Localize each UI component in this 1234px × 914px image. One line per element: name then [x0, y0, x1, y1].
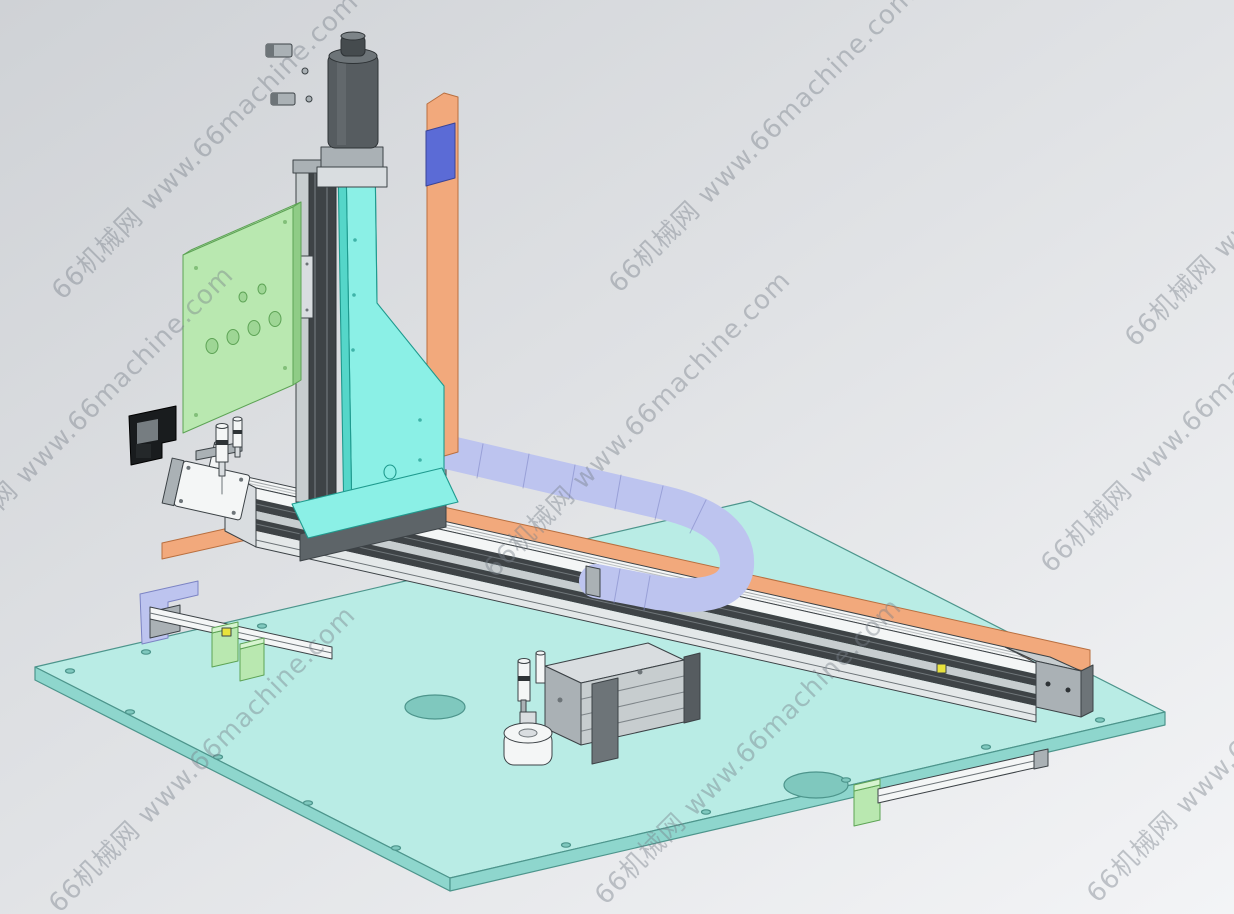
rail-groove [149, 612, 333, 654]
left-clamp-block [128, 405, 177, 466]
green-plate-screws [194, 220, 287, 417]
screw [231, 510, 236, 515]
carrier-end-mount [585, 565, 601, 598]
beam-right-end-front [1035, 660, 1082, 718]
screw [186, 465, 191, 470]
motor-flange [320, 146, 384, 168]
yellow-sensor [221, 627, 232, 637]
clamp-foot [136, 444, 151, 458]
green-clamp-block [853, 784, 881, 827]
screw [557, 697, 563, 703]
rail-highlight [255, 523, 1037, 700]
screw [305, 95, 313, 103]
bolt-hole [256, 623, 268, 629]
bolt-hole [124, 709, 136, 715]
bolt-hole [140, 649, 152, 655]
carrier-band [421, 433, 755, 613]
connector-tip [266, 44, 274, 57]
bolt-hole [840, 777, 852, 783]
bolt-hole [700, 809, 712, 815]
green-plate-front [182, 206, 294, 434]
motor-shaft-hole [518, 728, 538, 738]
rail-end-block [1033, 748, 1049, 770]
motor-end-plate [683, 652, 701, 724]
green-clamp-top [853, 778, 881, 792]
left-rail-assembly [139, 580, 333, 682]
carriage-plate [291, 467, 459, 539]
bolt-hole [212, 754, 224, 760]
bolt-hole [560, 842, 572, 848]
z-motor-body [327, 53, 379, 149]
probe-cylinders [195, 416, 243, 495]
beam-guide-rail [256, 519, 1036, 706]
exploded-fasteners [265, 43, 313, 106]
screw [239, 477, 244, 482]
green-plate-holes [205, 283, 282, 354]
coupling-cylinders [517, 650, 546, 721]
screw [179, 499, 184, 504]
right-rail-assembly [853, 748, 1049, 827]
side-green-plate [182, 201, 302, 434]
mount-plate [591, 677, 619, 765]
z-carriage-mount [291, 467, 459, 562]
y-motor [503, 711, 553, 766]
connector-tip [271, 93, 278, 105]
beam-slot [255, 539, 1037, 716]
motor-body [173, 460, 251, 521]
screw [1065, 687, 1071, 693]
z-linear-rail [308, 169, 337, 503]
bolt-hole [64, 668, 76, 674]
probe-band [216, 440, 228, 445]
blue-bracket [425, 122, 456, 187]
green-clamp-top [239, 637, 265, 650]
y-axis-motor-assembly [503, 642, 701, 766]
green-plate-edge [292, 201, 302, 386]
screw [1045, 681, 1051, 687]
base-plate-side-right [449, 711, 1166, 892]
clamp-insert [137, 419, 158, 444]
screw [637, 669, 643, 675]
z-motor-connector-top [340, 31, 366, 41]
bolt-hole [302, 800, 314, 806]
yellow-sensor [936, 663, 947, 674]
carrier-links [476, 443, 707, 611]
probe-tip [218, 461, 226, 477]
z-motor-highlight [337, 57, 346, 145]
screw [301, 67, 309, 75]
plate-hole [404, 694, 466, 720]
beam-right-end-side [1080, 664, 1094, 718]
probe-band [233, 430, 242, 434]
plate-hole [783, 771, 849, 799]
probe-tip [234, 446, 241, 458]
bolt-hole [980, 744, 992, 750]
plate-hole [383, 464, 397, 480]
coupling-housing [316, 166, 388, 188]
rail-groove [877, 760, 1035, 797]
green-clamp-block [239, 642, 265, 682]
bolt-hole [1094, 717, 1106, 723]
bolt-hole [390, 845, 402, 851]
beam-band-bottom [256, 531, 1036, 722]
